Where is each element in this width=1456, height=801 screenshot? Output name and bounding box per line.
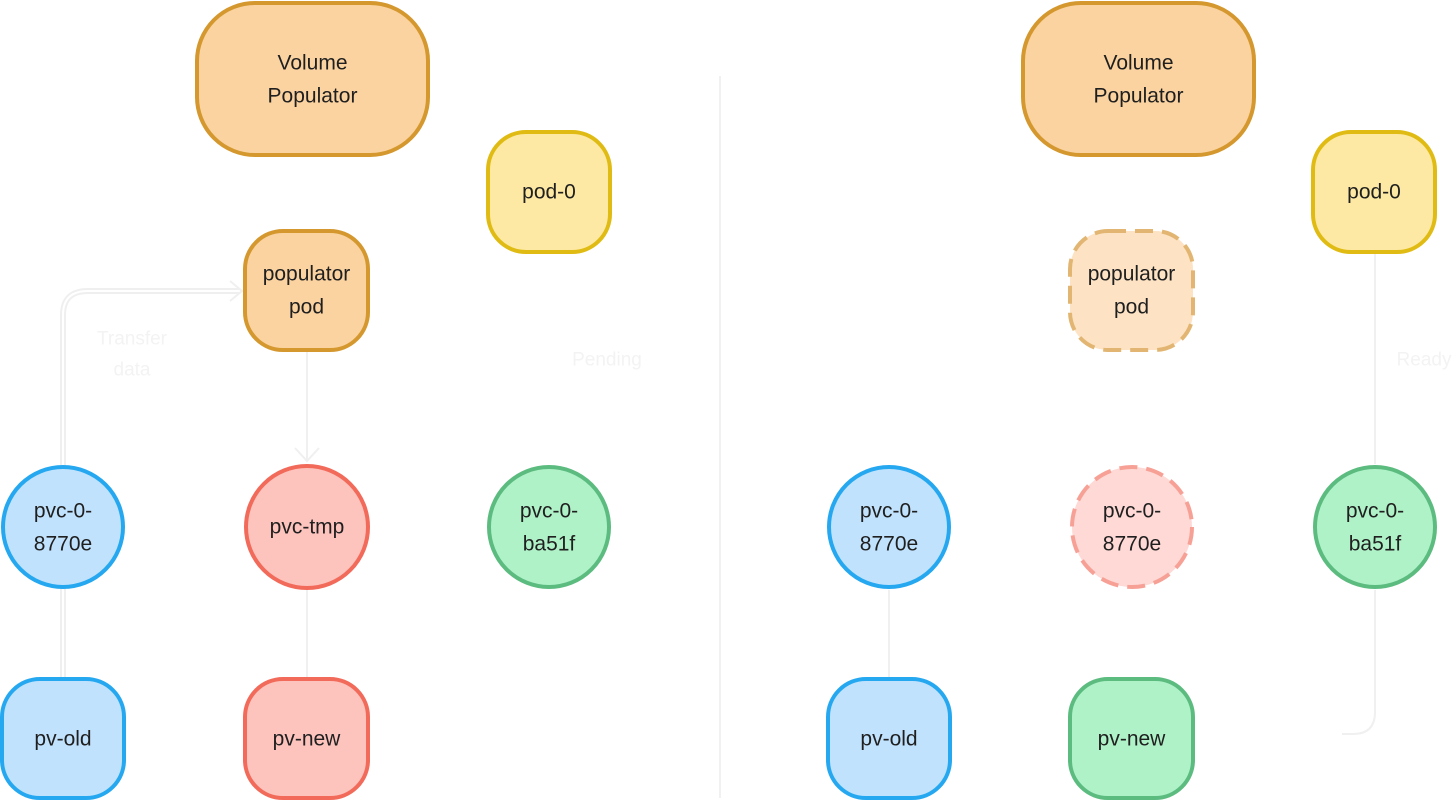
left-pod-0-node: pod-0 [486, 130, 612, 254]
right-populator-pod-node-ghost: populator pod [1068, 229, 1195, 352]
left-pv-old-node: pv-old [0, 677, 126, 800]
right-pod-0-label: pod-0 [1347, 181, 1401, 204]
right-pvc-new-label-line1: pvc-0- [1346, 500, 1404, 523]
left-pod-0-label: pod-0 [522, 181, 576, 204]
right-pvc-old-node: pvc-0- 8770e [827, 465, 951, 589]
left-pv-new-label: pv-new [273, 728, 342, 751]
right-pvc-new-node: pvc-0- ba51f [1313, 465, 1437, 589]
left-transfer-data-label-line1: Transfer [97, 329, 168, 350]
left-volume-populator-label-line2: Populator [268, 85, 358, 108]
right-volume-populator-label-line2: Populator [1094, 85, 1184, 108]
right-pv-new-label: pv-new [1098, 728, 1167, 751]
left-panel: Transfer data Pending Volume Populator p… [0, 1, 642, 800]
left-populator-pod-node: populator pod [243, 229, 370, 352]
right-pv-new-node: pv-new [1068, 677, 1195, 800]
left-volume-populator-label-line1: Volume [277, 52, 347, 75]
left-pvc-old-label-line2: 8770e [34, 533, 92, 556]
left-volume-populator-node: Volume Populator [195, 1, 430, 157]
right-pvc-old-label-line2: 8770e [860, 533, 918, 556]
left-edge-populator-to-pvc-tmp [294, 352, 320, 463]
left-edge-transfer-data [60, 280, 244, 465]
left-pvc-old-label-line1: pvc-0- [34, 500, 92, 523]
right-panel: Ready Volume Populator pod-0 populator p… [826, 1, 1452, 800]
right-pod-0-node: pod-0 [1311, 130, 1437, 254]
right-pvc-old-label-line1: pvc-0- [860, 500, 918, 523]
left-status-label: Pending [572, 350, 642, 371]
left-pvc-old-node: pvc-0- 8770e [1, 465, 125, 589]
right-volume-populator-label-line1: Volume [1103, 52, 1173, 75]
left-pvc-new-label-line1: pvc-0- [520, 500, 578, 523]
left-pvc-new-node: pvc-0- ba51f [487, 465, 611, 589]
right-pvc-tmp-label-line2: 8770e [1103, 533, 1161, 556]
right-edge-pvc-new-to-pv-new [1342, 590, 1376, 735]
left-pv-new-node: pv-new [243, 677, 370, 800]
right-volume-populator-node: Volume Populator [1021, 1, 1256, 157]
left-pv-old-label: pv-old [34, 728, 91, 751]
left-pvc-new-label-line2: ba51f [523, 533, 576, 556]
right-pvc-new-label-line2: ba51f [1349, 533, 1402, 556]
right-status-label: Ready [1397, 350, 1452, 371]
right-populator-pod-label-line2: pod [1114, 296, 1149, 319]
right-pv-old-node: pv-old [826, 677, 952, 800]
right-pvc-tmp-label-line1: pvc-0- [1103, 500, 1161, 523]
right-populator-pod-label-line1: populator [1088, 263, 1176, 286]
left-transfer-data-label-line2: data [114, 360, 151, 381]
right-pv-old-label: pv-old [860, 728, 917, 751]
left-pvc-tmp-node: pvc-tmp [244, 464, 370, 590]
left-populator-pod-label-line1: populator [263, 263, 351, 286]
left-pvc-tmp-label: pvc-tmp [270, 516, 345, 539]
left-populator-pod-label-line2: pod [289, 296, 324, 319]
right-pvc-tmp-node-ghost: pvc-0- 8770e [1070, 465, 1194, 589]
